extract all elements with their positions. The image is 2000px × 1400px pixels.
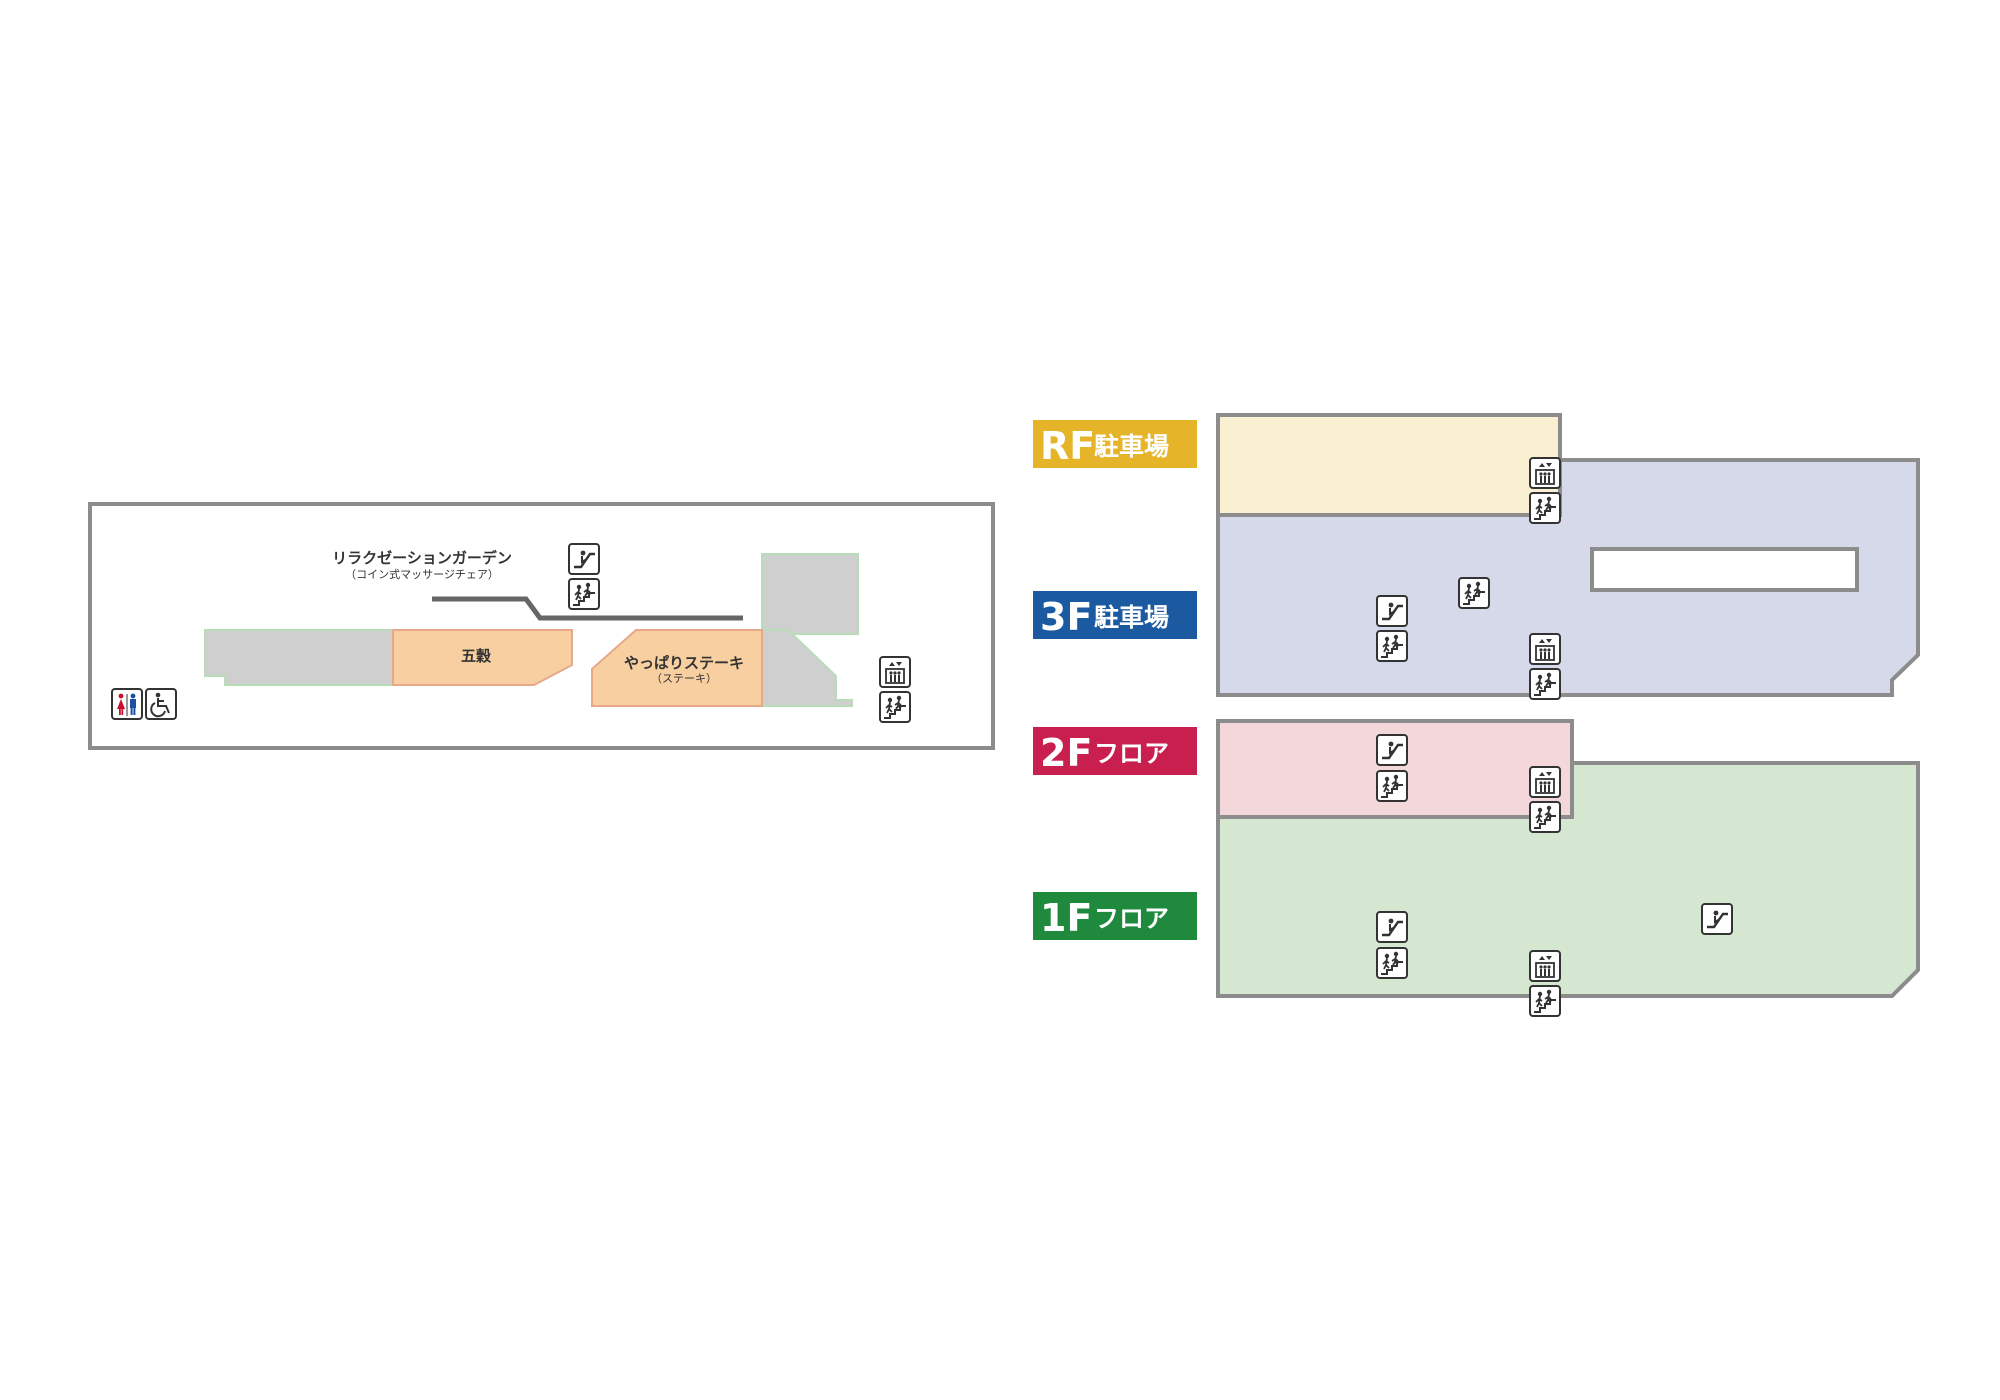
- badge-2f[interactable]: 2F フロア: [1033, 727, 1197, 775]
- stairs-icon[interactable]: [568, 578, 600, 610]
- elevator-icon[interactable]: [879, 656, 911, 688]
- relax-garden-sublabel: （コイン式マッサージチェア）: [345, 568, 499, 581]
- shop-gokoku[interactable]: [392, 629, 573, 686]
- badge-3f-code: 3F: [1040, 595, 1092, 639]
- badge-2f-code: 2F: [1040, 731, 1092, 775]
- escalator-icon[interactable]: [567, 542, 601, 576]
- floor-guide: RF 駐車場 3F 駐車場 2F フロア 1F フロア: [1033, 413, 1920, 1017]
- stairs-icon[interactable]: [1376, 770, 1408, 802]
- yappari-sublabel: （ステーキ）: [651, 672, 717, 685]
- escalator-icon[interactable]: [1700, 902, 1734, 936]
- badge-1f[interactable]: 1F フロア: [1033, 892, 1197, 940]
- relax-garden-label: リラクゼーションガーデン: [332, 549, 512, 567]
- yappari-label: やっぱりステーキ: [624, 654, 744, 672]
- floor-3f-void: [1590, 547, 1859, 592]
- stairs-icon[interactable]: [1458, 577, 1490, 609]
- restroom-icon[interactable]: [111, 688, 143, 720]
- stairs-icon[interactable]: [1529, 668, 1561, 700]
- elevator-icon[interactable]: [1529, 950, 1561, 982]
- stairs-icon[interactable]: [1529, 492, 1561, 524]
- badge-2f-bg: [1033, 727, 1197, 775]
- badge-1f-name: フロア: [1094, 904, 1169, 933]
- stairs-icon[interactable]: [1529, 985, 1561, 1017]
- elevator-icon[interactable]: [1529, 633, 1561, 665]
- floor-detail-map: リラクゼーションガーデン （コイン式マッサージチェア） 五穀 やっぱりステーキ …: [88, 502, 995, 750]
- badge-3f-name: 駐車場: [1094, 603, 1169, 632]
- shop-yappari-steak[interactable]: [591, 629, 763, 707]
- badge-rf-code: RF: [1040, 424, 1095, 468]
- gokoku-label: 五穀: [461, 647, 492, 665]
- gray-block-west: [204, 629, 396, 686]
- partition-line: [432, 596, 743, 621]
- badge-rf[interactable]: RF 駐車場: [1033, 420, 1197, 468]
- badge-3f-bg: [1033, 591, 1197, 639]
- wheelchair-icon[interactable]: [145, 688, 177, 720]
- elevator-icon[interactable]: [1529, 766, 1561, 798]
- badge-3f[interactable]: 3F 駐車場: [1033, 591, 1197, 639]
- stairs-icon[interactable]: [1376, 947, 1408, 979]
- badge-rf-name: 駐車場: [1094, 432, 1169, 461]
- escalator-icon[interactable]: [1375, 910, 1409, 944]
- escalator-icon[interactable]: [1375, 733, 1409, 767]
- badge-rf-bg: [1033, 420, 1197, 468]
- badge-2f-name: フロア: [1094, 739, 1169, 768]
- badge-1f-bg: [1033, 892, 1197, 940]
- badge-1f-code: 1F: [1040, 896, 1092, 940]
- stairs-icon[interactable]: [879, 691, 911, 723]
- stairs-icon[interactable]: [1529, 801, 1561, 833]
- gray-block-east: [761, 629, 853, 707]
- elevator-icon[interactable]: [1529, 457, 1561, 489]
- escalator-icon[interactable]: [1375, 594, 1409, 628]
- gray-block-north: [761, 553, 859, 635]
- stairs-icon[interactable]: [1376, 630, 1408, 662]
- floor-rf-area[interactable]: [1216, 413, 1562, 517]
